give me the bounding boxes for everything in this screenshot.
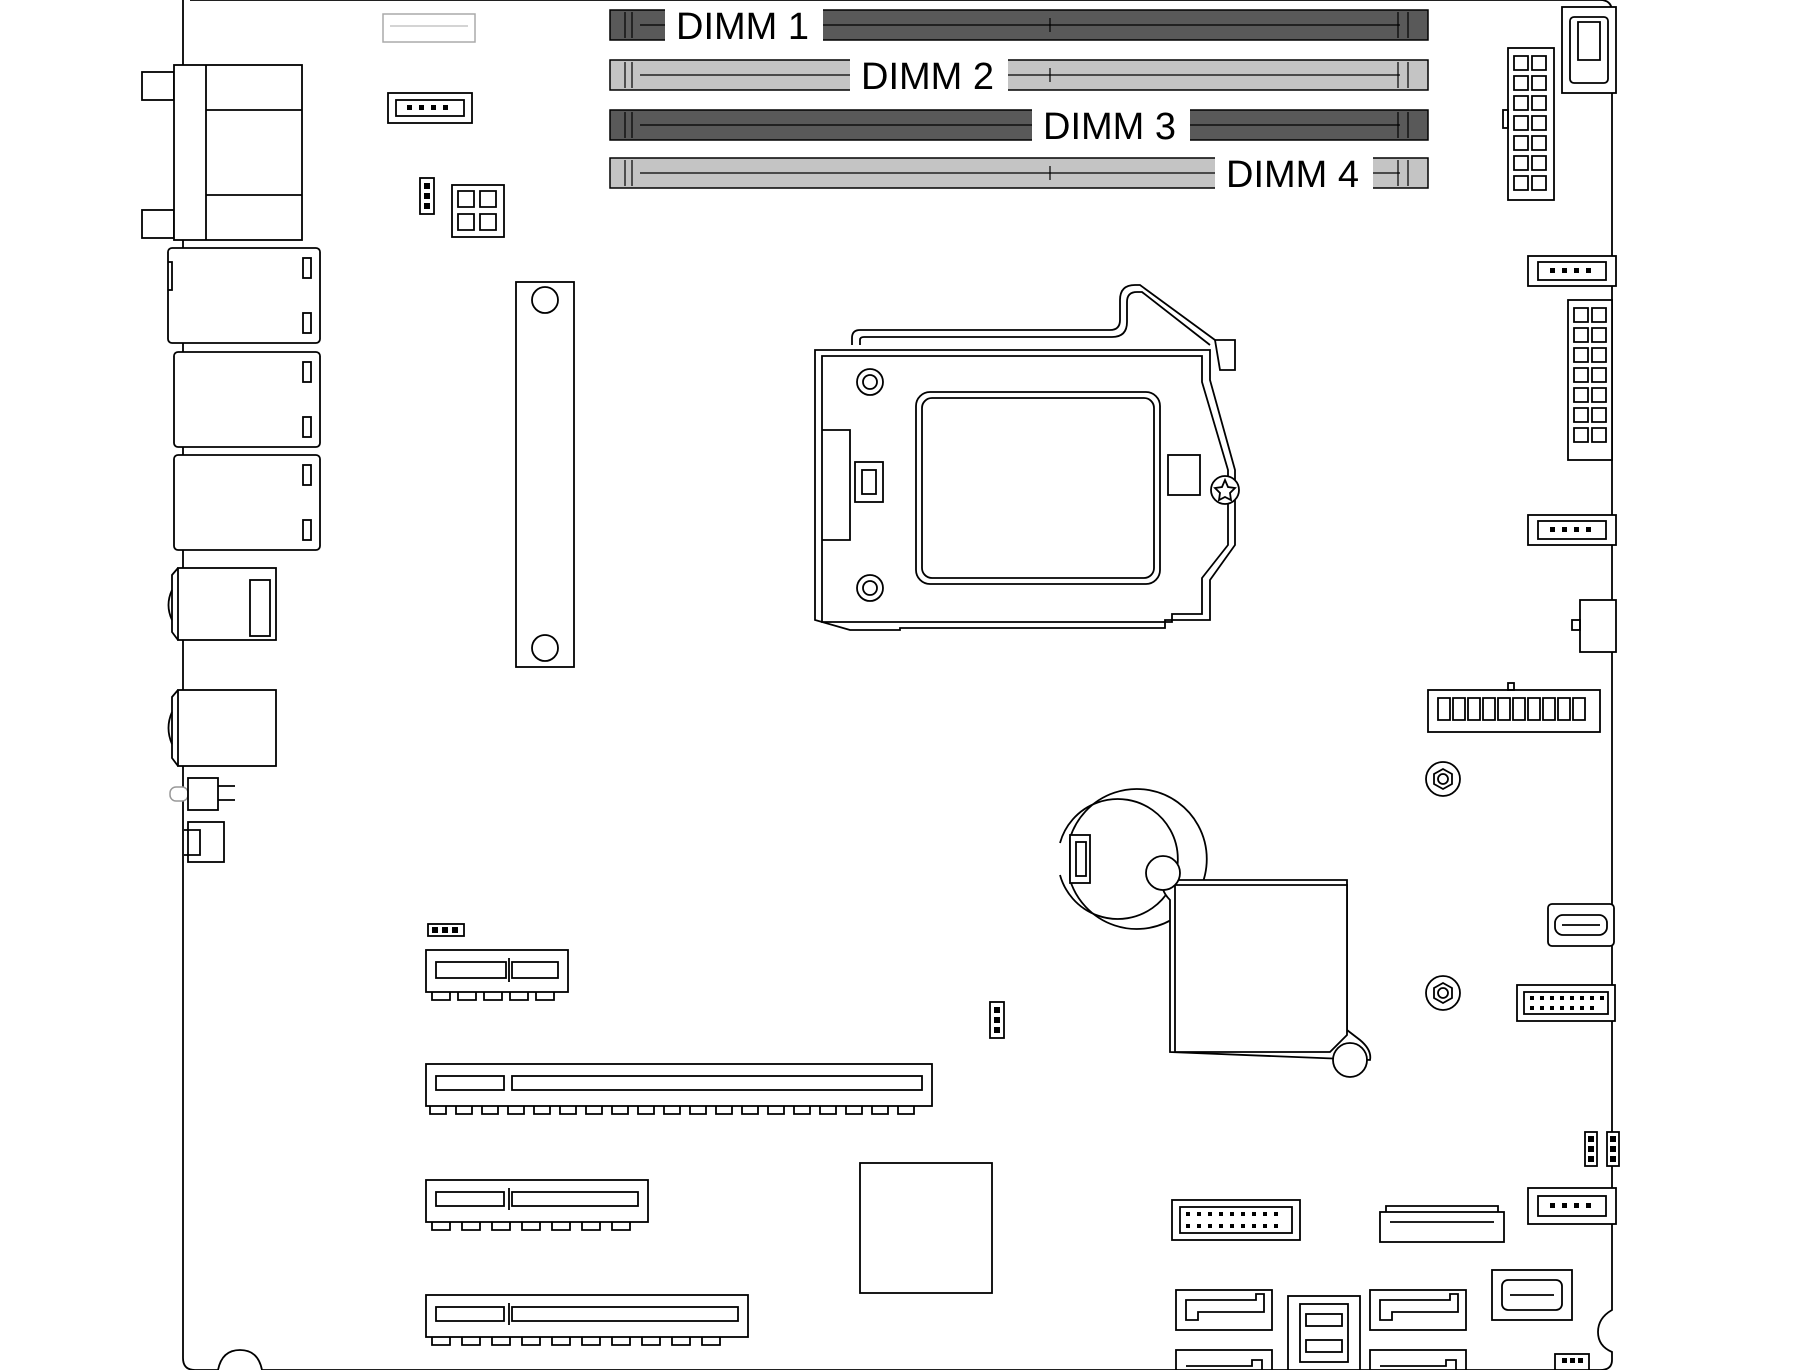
usb-port-stack-1[interactable]: [167, 247, 321, 344]
dimm-slot-1[interactable]: DIMM 1: [609, 6, 1429, 48]
ethernet-port-2[interactable]: [167, 689, 277, 767]
dimm-slot-3[interactable]: DIMM 3: [609, 106, 1429, 148]
usb-port-stack-2[interactable]: [173, 351, 321, 448]
small-header-bottom-right[interactable]: [1554, 1353, 1590, 1370]
pcie-slot-x1[interactable]: [425, 949, 569, 1001]
slimline-connector[interactable]: [1379, 1205, 1505, 1243]
main-power-connector-24pin[interactable]: [1427, 682, 1601, 733]
usb-internal-vertical-connector[interactable]: [1561, 6, 1617, 94]
vga-connector[interactable]: [141, 64, 303, 241]
front-panel-header-bottom[interactable]: [1171, 1199, 1301, 1241]
pcie-slot-x4[interactable]: [425, 1179, 649, 1231]
fan-connector-right-2[interactable]: [1527, 514, 1617, 546]
usb-internal-dual[interactable]: [1287, 1295, 1361, 1370]
dimm-slot-4[interactable]: DIMM 4: [609, 154, 1429, 196]
sata-port-1[interactable]: [1175, 1349, 1273, 1370]
jumper-3pin-top[interactable]: [419, 177, 435, 215]
front-usb-header[interactable]: [1516, 984, 1616, 1022]
jumpers-right-pair[interactable]: [1584, 1131, 1620, 1167]
fan-connector-top-left[interactable]: [387, 92, 473, 124]
sata-port-0[interactable]: [1175, 1289, 1273, 1331]
jumper-3pin-left[interactable]: [427, 923, 465, 937]
dimm-4-label: DIMM 4: [1226, 154, 1359, 196]
atx-power-connector-14pin-top[interactable]: [1502, 47, 1555, 201]
tpm-connector[interactable]: [1571, 599, 1617, 653]
m2-slot-bracket[interactable]: [515, 281, 575, 668]
fan-connector-right-3[interactable]: [1527, 1187, 1617, 1225]
usb-port-stack-3[interactable]: [173, 454, 321, 551]
cpu-socket[interactable]: [814, 284, 1240, 631]
cpu-power-connector-4pin[interactable]: [451, 184, 505, 238]
dimm-slot-2[interactable]: DIMM 2: [609, 56, 1429, 98]
front-panel-header-top[interactable]: [382, 13, 476, 43]
fan-connector-right-1[interactable]: [1527, 255, 1617, 287]
pcie-slot-x16-2[interactable]: [425, 1294, 749, 1346]
standoff-2: [1425, 975, 1461, 1011]
dimm-2-label: DIMM 2: [861, 56, 994, 98]
power-connector-right-middle[interactable]: [1567, 299, 1613, 461]
chip-bmc: [859, 1162, 993, 1294]
pcie-slot-x16-1[interactable]: [425, 1063, 933, 1115]
dimm-3-label: DIMM 3: [1043, 106, 1176, 148]
sata-port-3[interactable]: [1369, 1349, 1467, 1370]
chipset-heatsink: [1145, 855, 1372, 1078]
sata-port-2[interactable]: [1369, 1289, 1467, 1331]
internal-usb-port-bottom[interactable]: [1491, 1269, 1573, 1321]
dimm-1-label: DIMM 1: [676, 6, 809, 48]
standoff-1: [1425, 761, 1461, 797]
jumper-3pin-center[interactable]: [989, 1001, 1005, 1039]
ethernet-port-1[interactable]: [167, 567, 277, 641]
power-button-switch[interactable]: [184, 821, 225, 863]
power-led: [169, 777, 235, 811]
sata-vertical-right[interactable]: [1547, 903, 1615, 947]
